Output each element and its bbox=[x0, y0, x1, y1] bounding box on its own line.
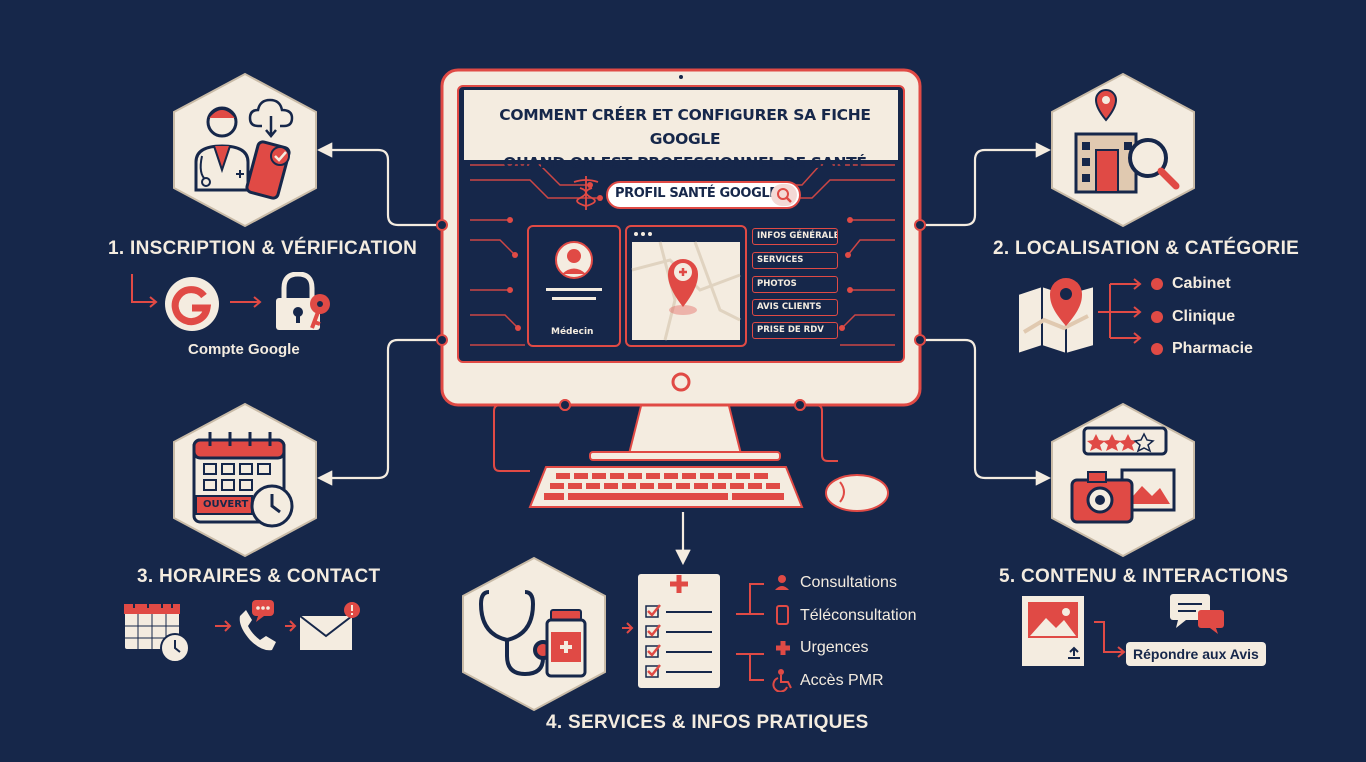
step1-flow bbox=[131, 272, 330, 331]
map-pin-icon bbox=[1017, 278, 1142, 356]
step3-flow bbox=[123, 599, 360, 663]
step5-hexagon bbox=[1051, 402, 1195, 558]
menu-item-avis[interactable]: Avis clients bbox=[752, 299, 838, 316]
step3-hexagon bbox=[173, 402, 317, 558]
red-cross-icon bbox=[776, 641, 790, 655]
keyboard-icon bbox=[493, 399, 838, 508]
envelope-icon bbox=[299, 602, 360, 650]
phone-icon bbox=[239, 600, 276, 651]
mobile-icon bbox=[776, 605, 789, 625]
reply-reviews-button[interactable]: Répondre aux Avis bbox=[1126, 642, 1266, 666]
step3-title: 3. HORAIRES & CONTACT bbox=[137, 566, 381, 587]
step1-subtitle: Compte Google bbox=[188, 341, 300, 358]
step4-hexagon bbox=[462, 556, 606, 712]
profile-card-label: Médecin bbox=[551, 327, 594, 337]
bullet-dot bbox=[1151, 278, 1163, 290]
caduceus-icon bbox=[573, 176, 599, 210]
category-cabinet: Cabinet bbox=[1172, 275, 1231, 292]
camera-photo-icon bbox=[1070, 426, 1176, 524]
screen-title-line2: quand on est professionnel de santé bbox=[503, 154, 867, 172]
step2-title: 2. LOCALISATION & CATÉGORIE bbox=[993, 238, 1300, 259]
service-teleconsultation: Téléconsultation bbox=[800, 607, 917, 624]
step5-title: 5. CONTENU & INTERACTIONS bbox=[999, 566, 1289, 587]
screen-title-line1: Comment créer et configurer sa fiche Goo… bbox=[499, 106, 871, 148]
calendar-small-icon bbox=[123, 599, 190, 663]
calendar-clock-icon bbox=[192, 432, 294, 528]
step4-connectors bbox=[736, 575, 792, 692]
wheelchair-icon bbox=[772, 669, 792, 692]
service-urgences: Urgences bbox=[800, 639, 869, 656]
search-icon[interactable] bbox=[771, 184, 797, 206]
step1-title: 1. INSCRIPTION & VÉRIFICATION bbox=[108, 238, 418, 259]
hospital-pin-icon bbox=[1074, 89, 1180, 194]
service-acces-pmr: Accès PMR bbox=[800, 672, 884, 689]
computer-monitor bbox=[436, 68, 926, 461]
google-g-icon bbox=[165, 277, 219, 331]
menu-item-rdv[interactable]: Prise de RDV bbox=[752, 322, 838, 339]
menu-item-photos[interactable]: Photos bbox=[752, 276, 838, 293]
medicine-bottle-icon bbox=[545, 609, 587, 678]
menu-item-services[interactable]: Services bbox=[752, 252, 838, 269]
category-pharmacie: Pharmacie bbox=[1172, 340, 1253, 357]
bullet-dot bbox=[1151, 343, 1163, 355]
search-input[interactable] bbox=[606, 181, 801, 209]
cloud-icon bbox=[248, 98, 294, 138]
mouse-icon bbox=[825, 474, 889, 512]
step5-flow bbox=[1022, 594, 1224, 666]
chat-bubbles-icon bbox=[1170, 594, 1224, 634]
person-icon bbox=[775, 575, 789, 590]
bullet-dot bbox=[1151, 311, 1163, 323]
menu-item-infos[interactable]: Infos générales bbox=[752, 228, 838, 245]
step2-hexagon bbox=[1051, 72, 1195, 228]
screen-title: Comment créer et configurer sa fiche Goo… bbox=[470, 103, 900, 175]
checklist-icon bbox=[622, 574, 720, 688]
step1-hexagon bbox=[173, 72, 317, 228]
step4-title: 4. SERVICES & INFOS PRATIQUES bbox=[546, 712, 869, 733]
photo-upload-icon bbox=[1022, 596, 1084, 666]
service-consultations: Consultations bbox=[800, 574, 897, 591]
padlock-key-icon bbox=[276, 272, 330, 330]
category-clinique: Clinique bbox=[1172, 308, 1236, 325]
calendar-badge: OUVERT bbox=[203, 499, 249, 510]
doctor-phone-icon bbox=[194, 106, 291, 200]
search-input-text: Profil santé Google bbox=[615, 186, 778, 201]
